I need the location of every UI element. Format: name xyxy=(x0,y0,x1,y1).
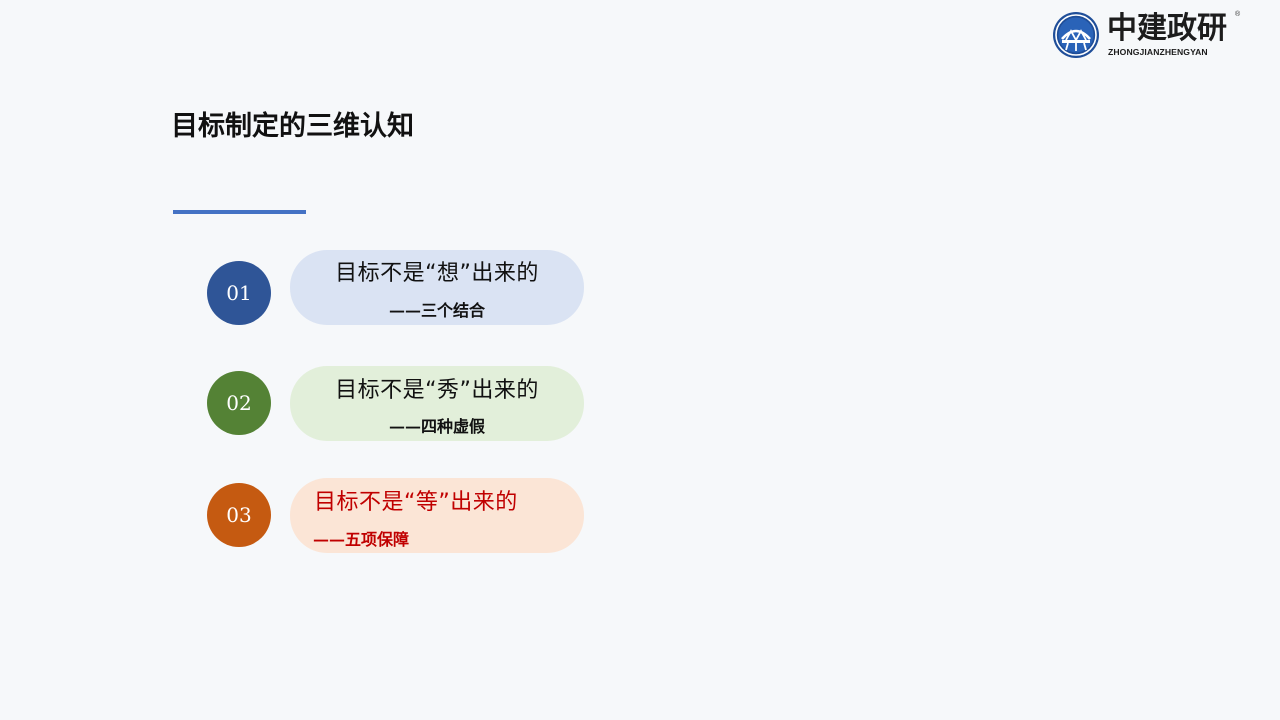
item-main-text: 目标不是“等”出来的 xyxy=(314,490,518,515)
item-main-text: 目标不是“想”出来的 xyxy=(335,261,539,286)
page-title: 目标制定的三维认知 xyxy=(171,111,414,142)
logo-emblem-icon xyxy=(1053,12,1099,58)
item-card-3[interactable]: 目标不是“等”出来的 ——五项保障 xyxy=(290,478,584,553)
item-sub-text: ——三个结合 xyxy=(388,301,485,320)
item-sub-text: ——五项保障 xyxy=(313,530,410,549)
item-card-1[interactable]: 目标不是“想”出来的 ——三个结合 xyxy=(290,250,584,325)
registered-mark: ® xyxy=(1235,11,1241,18)
item-sub-text: ——四种虚假 xyxy=(388,417,485,436)
title-underline xyxy=(173,210,306,214)
item-number-badge: 03 xyxy=(207,483,271,547)
item-number-badge: 01 xyxy=(207,261,271,325)
company-logo: 中建政研 ZHONGJIANZHENGYAN ® xyxy=(1052,11,1242,59)
logo-name-en: ZHONGJIANZHENGYAN xyxy=(1108,47,1208,57)
item-number-badge: 02 xyxy=(207,371,271,435)
item-card-2[interactable]: 目标不是“秀”出来的 ——四种虚假 xyxy=(290,366,584,441)
logo-name-cn: 中建政研 xyxy=(1107,11,1227,46)
item-main-text: 目标不是“秀”出来的 xyxy=(335,378,539,403)
